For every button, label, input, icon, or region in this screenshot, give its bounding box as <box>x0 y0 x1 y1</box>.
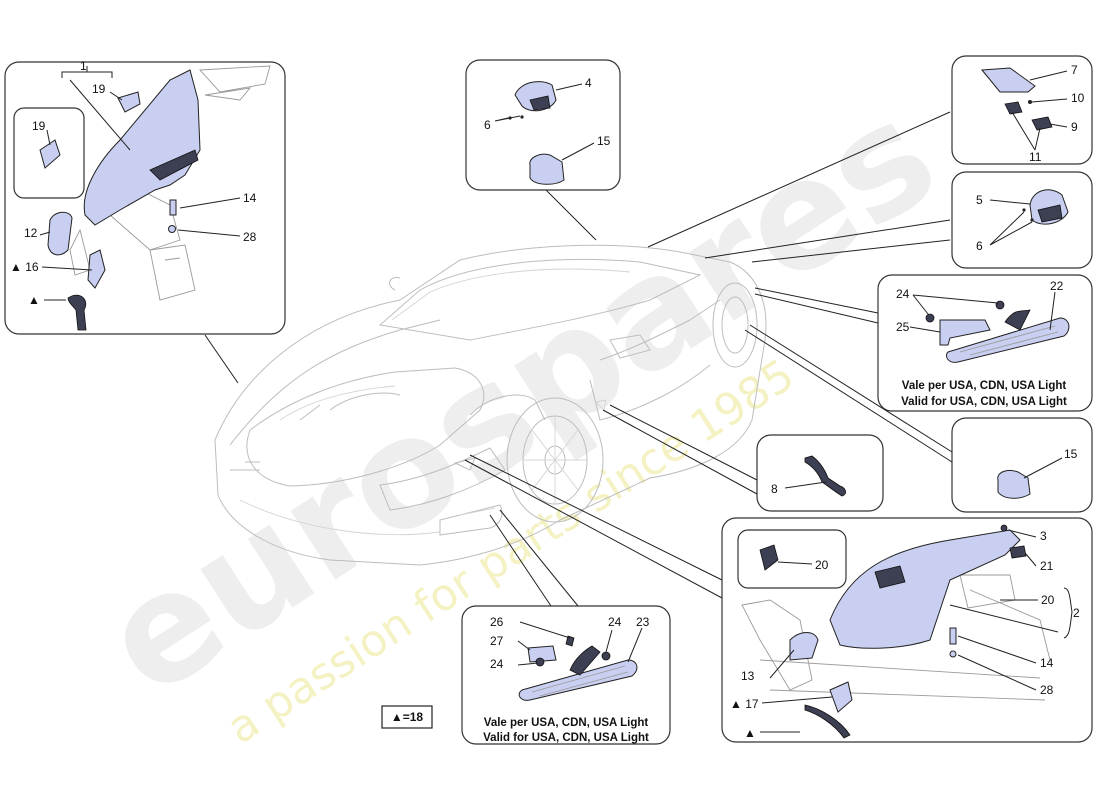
nut-24c <box>601 651 611 661</box>
callout-16: ▲ 16 <box>10 260 39 274</box>
callout-15b: 15 <box>1064 447 1078 461</box>
callout-15a: 15 <box>597 134 611 148</box>
cable-8 <box>804 455 846 497</box>
nut-28 <box>168 225 176 233</box>
callout-28a: 28 <box>243 230 257 244</box>
callout-25: 25 <box>896 320 910 334</box>
callout-22: 22 <box>1050 279 1064 293</box>
callout-20a: 20 <box>815 558 829 572</box>
callout-1: 1 <box>80 59 87 73</box>
screw-14 <box>169 199 177 216</box>
callout-8: 8 <box>771 482 778 496</box>
callout-19a: 19 <box>92 82 106 96</box>
box-top-right: 7 10 9 11 <box>951 55 1093 165</box>
headlight-bulb-17 <box>829 681 853 713</box>
callout-10: 10 <box>1071 91 1085 105</box>
callout-11: 11 <box>1029 150 1042 164</box>
box-grommet-15: 15 <box>951 417 1093 513</box>
clip-26 <box>565 635 575 647</box>
callout-13: 13 <box>741 669 755 683</box>
callout-24a: 24 <box>896 287 910 301</box>
bracket-25 <box>939 319 991 346</box>
leader-lines <box>204 111 953 607</box>
note-right-english: Valid for USA, CDN, USA Light <box>901 396 1067 408</box>
callout-26: 26 <box>490 615 504 629</box>
callout-14a: 14 <box>243 191 257 205</box>
legend-box: ▲=18 <box>381 705 433 729</box>
callout-triangle-left: ▲ <box>28 293 40 307</box>
box-top-center: 4 6 15 <box>465 59 621 191</box>
screw-14b <box>949 627 957 645</box>
callout-23: 23 <box>636 615 650 629</box>
box-headlight-left: 1 19 19 14 28 12 ▲ 16 ▲ <box>4 59 286 335</box>
callout-24c: 24 <box>608 615 622 629</box>
grommet-15a <box>529 153 565 185</box>
note-right-italian: Vale per USA, CDN, USA Light <box>902 380 1067 392</box>
headlight-assembly-left <box>83 69 201 226</box>
bracket-21 <box>1009 545 1027 559</box>
headlight-cover-13 <box>789 632 819 661</box>
headlight-assembly-right <box>829 529 1021 649</box>
box-right-lamp: 5 6 <box>951 171 1093 269</box>
legend-triangle-equals: ▲=18 <box>391 710 424 724</box>
callout-12: 12 <box>24 226 38 240</box>
screw-3 <box>1000 524 1008 532</box>
callout-27: 27 <box>490 634 504 648</box>
car-outline <box>214 244 767 566</box>
callout-24b: 24 <box>490 657 504 671</box>
box-headlight-right: 20 3 21 20 2 14 28 13 ▲ 17 ▲ <box>721 517 1093 743</box>
note-bottom-english: Valid for USA, CDN, USA Light <box>483 732 649 744</box>
box-side-reflector-bottom: 26 27 24 24 23 Vale per USA, CDN, USA Li… <box>461 605 671 745</box>
nut-24b <box>535 657 545 667</box>
trim-strip-7 <box>981 67 1036 93</box>
nut-28b <box>949 650 957 658</box>
callout-5: 5 <box>976 193 983 207</box>
screw-10 <box>1028 100 1032 104</box>
note-bottom-italian: Vale per USA, CDN, USA Light <box>484 717 649 729</box>
callout-3: 3 <box>1040 529 1047 543</box>
clip-9 <box>1031 116 1053 131</box>
callout-14b: 14 <box>1040 656 1054 670</box>
bracket-27 <box>527 645 557 663</box>
headlight-cover-12 <box>47 211 73 256</box>
callout-triangle-right: ▲ <box>744 726 756 740</box>
bracket-20a <box>759 544 779 571</box>
box-side-reflector-right: 24 22 25 Vale per USA, CDN, USA Light Va… <box>877 274 1093 412</box>
reflector-23 <box>518 659 638 701</box>
callout-17: ▲ 17 <box>730 697 759 711</box>
cable-right <box>804 704 851 739</box>
callout-6b: 6 <box>976 239 983 253</box>
callout-28b: 28 <box>1040 683 1054 697</box>
callout-19b: 19 <box>32 119 46 133</box>
callout-20b: 20 <box>1041 593 1055 607</box>
clip-11a <box>1004 101 1023 115</box>
callout-9: 9 <box>1071 120 1078 134</box>
callout-4: 4 <box>585 76 592 90</box>
headlight-bulb-16 <box>87 249 106 289</box>
reflector-22 <box>945 317 1070 363</box>
callout-21: 21 <box>1040 559 1054 573</box>
grommet-15b <box>997 469 1031 499</box>
box-cable-8: 8 <box>756 434 884 512</box>
callout-6a: 6 <box>484 118 491 132</box>
callout-2: 2 <box>1073 606 1080 620</box>
callout-7: 7 <box>1071 63 1078 77</box>
bracket-19a <box>117 91 141 113</box>
cable-left <box>67 294 87 331</box>
